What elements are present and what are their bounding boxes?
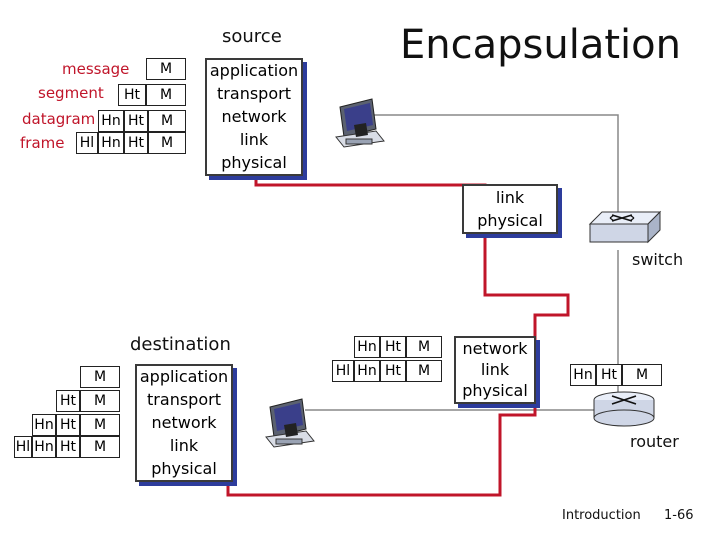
destination-layer-transport: transport: [147, 390, 221, 410]
router-icon: [593, 391, 655, 427]
source-hdr-message-m: M: [146, 58, 186, 80]
source-layer-physical: physical: [221, 152, 287, 172]
source-hdr-segment-m: M: [146, 84, 186, 106]
dest-hdr-message-m: M: [80, 366, 120, 388]
destination-protocol-stack: application transport network link physi…: [135, 364, 233, 482]
row-label-message: message: [62, 60, 130, 78]
row-label-datagram: datagram: [22, 110, 96, 128]
router-in-hdr2-ht: Ht: [380, 360, 406, 382]
router-in-hdr2-hl: Hl: [332, 360, 354, 382]
switch-icon: [588, 210, 662, 244]
switch-protocol-stack: link physical: [462, 184, 558, 234]
router-in-hdr-m: M: [406, 336, 442, 358]
dest-hdr-segment-ht: Ht: [56, 390, 80, 412]
source-hdr-datagram-ht: Ht: [124, 110, 148, 132]
source-hdr-frame-m: M: [148, 132, 186, 154]
destination-layer-link: link: [169, 435, 199, 455]
destination-host-icon: [265, 398, 315, 448]
link-line-switch-router: [365, 114, 619, 220]
router-in-hdr-hn: Hn: [354, 336, 380, 358]
dest-hdr-segment-m: M: [80, 390, 120, 412]
switch-layer-link: link: [495, 187, 525, 207]
router-label: router: [630, 432, 679, 451]
dest-hdr-datagram-ht: Ht: [56, 414, 80, 436]
router-layer-link: link: [480, 359, 510, 379]
router-out-hdr-m: M: [622, 364, 662, 386]
router-out-hdr-hn: Hn: [570, 364, 596, 386]
destination-layer-application: application: [139, 367, 229, 387]
source-layer-network: network: [221, 106, 287, 126]
dest-hdr-datagram-m: M: [80, 414, 120, 436]
footer-page-number: 1-66: [664, 508, 694, 523]
source-host-icon: [335, 98, 385, 148]
router-in-hdr2-m: M: [406, 360, 442, 382]
source-hdr-datagram-m: M: [148, 110, 186, 132]
router-in-hdr2-hn: Hn: [354, 360, 380, 382]
source-layer-link: link: [239, 129, 269, 149]
destination-layer-network: network: [151, 412, 217, 432]
router-layer-physical: physical: [462, 381, 528, 401]
row-label-frame: frame: [20, 134, 65, 152]
dest-hdr-frame-ht: Ht: [56, 436, 80, 458]
source-label: source: [222, 26, 282, 47]
dest-hdr-frame-hl: Hl: [14, 436, 32, 458]
router-layer-network: network: [462, 338, 528, 358]
source-protocol-stack: application transport network link physi…: [205, 58, 303, 176]
switch-layer-physical: physical: [477, 210, 543, 230]
router-in-hdr-ht: Ht: [380, 336, 406, 358]
dest-hdr-frame-m: M: [80, 436, 120, 458]
source-layer-transport: transport: [217, 84, 291, 104]
slide-title: Encapsulation: [400, 22, 681, 68]
destination-layer-physical: physical: [151, 458, 217, 478]
router-protocol-stack: network link physical: [454, 336, 536, 404]
destination-label: destination: [130, 334, 231, 355]
dest-hdr-frame-hn: Hn: [32, 436, 56, 458]
source-hdr-datagram-hn: Hn: [98, 110, 124, 132]
source-hdr-segment-ht: Ht: [118, 84, 146, 106]
source-hdr-frame-hn: Hn: [98, 132, 124, 154]
switch-label: switch: [632, 250, 684, 269]
row-label-segment: segment: [38, 84, 104, 102]
source-hdr-frame-hl: Hl: [76, 132, 98, 154]
footer-section: Introduction: [562, 508, 641, 523]
source-layer-application: application: [209, 61, 299, 81]
source-hdr-frame-ht: Ht: [124, 132, 148, 154]
dest-hdr-datagram-hn: Hn: [32, 414, 56, 436]
router-out-hdr-ht: Ht: [596, 364, 622, 386]
